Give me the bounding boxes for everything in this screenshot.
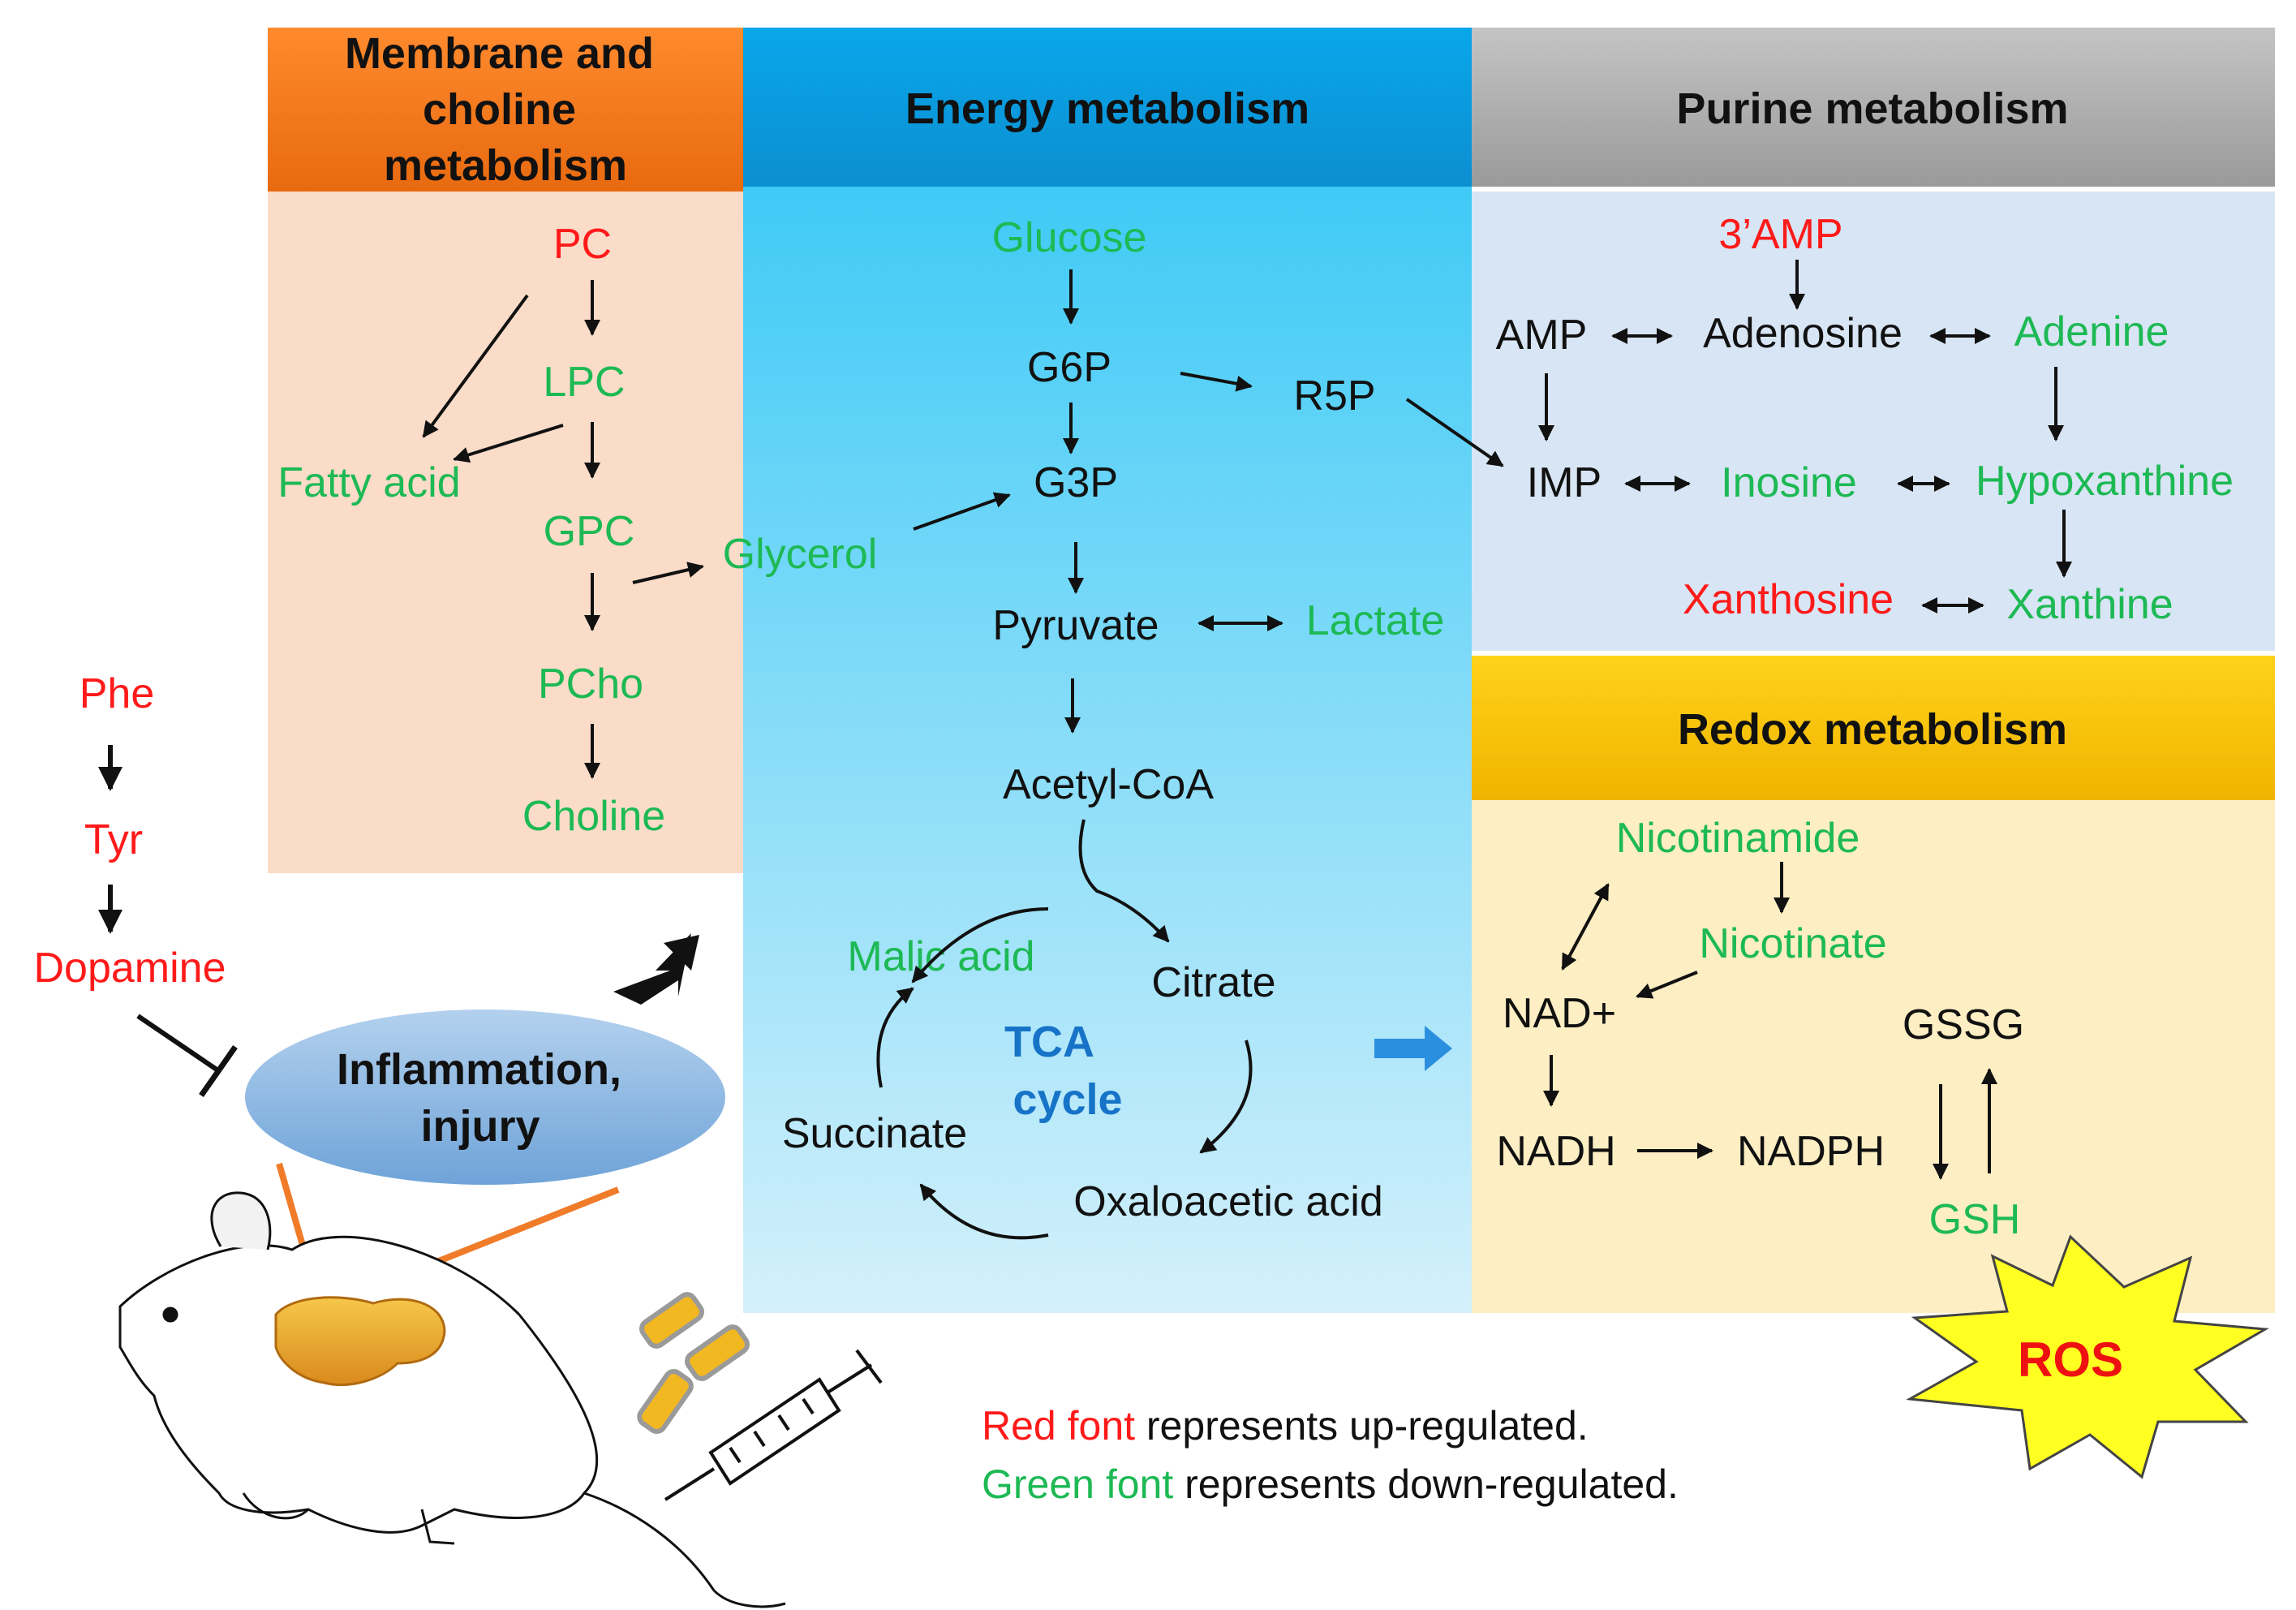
redox-header bbox=[1472, 656, 2275, 800]
liver-icon bbox=[274, 1296, 446, 1386]
purine-header-title: Purine metabolism bbox=[1676, 84, 2068, 133]
metabolite-r5p: R5P bbox=[1293, 372, 1375, 420]
metabolite-glucose: Glucose bbox=[992, 214, 1147, 261]
black-block-arrow-head bbox=[664, 935, 699, 971]
metabolite-nad-plus: NAD+ bbox=[1503, 990, 1616, 1037]
metabolite-xanthine: Xanthine bbox=[2006, 581, 2173, 628]
membrane-header-title: Membrane and choline metabolism bbox=[345, 29, 666, 190]
purine-header bbox=[1472, 28, 2275, 187]
metabolite-succinate: Succinate bbox=[782, 1110, 967, 1157]
metabolite-gpc: GPC bbox=[544, 508, 635, 555]
metabolite-choline: Choline bbox=[522, 793, 665, 840]
ros-label: ROS bbox=[2018, 1332, 2123, 1387]
metabolite-nicotinate: Nicotinate bbox=[1699, 920, 1886, 967]
metabolite-adenosine: Adenosine bbox=[1703, 310, 1903, 357]
energy-panel bbox=[743, 187, 1472, 1313]
metabolite-3amp: 3’AMP bbox=[1718, 211, 1842, 258]
metabolite-g3p: G3P bbox=[1034, 459, 1118, 506]
legend-down: Green font represents down-regulated. bbox=[982, 1461, 1679, 1507]
metabolite-dopamine: Dopamine bbox=[33, 945, 226, 992]
metabolite-amp: AMP bbox=[1496, 312, 1588, 359]
inhibition-line bbox=[136, 1014, 238, 1098]
metabolite-glycerol: Glycerol bbox=[723, 531, 878, 578]
metabolite-citrate: Citrate bbox=[1151, 959, 1275, 1006]
metabolite-lpc: LPC bbox=[543, 359, 625, 406]
metabolite-nicotinamide: Nicotinamide bbox=[1616, 815, 1860, 862]
membrane-panel bbox=[268, 192, 745, 873]
tca-cycle-label: TCA cycle bbox=[1004, 1018, 1123, 1124]
metabolite-pyruvate: Pyruvate bbox=[992, 602, 1159, 649]
ros-burst: ROS bbox=[1906, 1234, 2269, 1479]
metabolite-gssg: GSSG bbox=[1903, 1001, 2024, 1048]
metabolite-acetyl-coa: Acetyl-CoA bbox=[1003, 761, 1214, 808]
metabolite-pcho: PCho bbox=[538, 661, 643, 708]
legend-up: Red font represents up-regulated. bbox=[982, 1403, 1589, 1449]
membrane-header bbox=[268, 28, 743, 192]
metabolite-imp: IMP bbox=[1527, 459, 1602, 506]
capsules bbox=[637, 1292, 750, 1434]
metabolite-hypoxanthine: Hypoxanthine bbox=[1976, 458, 2234, 505]
redox-header-title: Redox metabolism bbox=[1678, 705, 2067, 754]
syringe-icon bbox=[664, 1349, 883, 1501]
metabolite-adenine: Adenine bbox=[2014, 308, 2169, 355]
metabolite-fatty-acid: Fatty acid bbox=[277, 459, 460, 506]
metabolite-nadh: NADH bbox=[1496, 1128, 1615, 1175]
metabolite-inosine: Inosine bbox=[1721, 459, 1857, 506]
energy-arrows bbox=[876, 269, 1283, 1240]
redox-arrows bbox=[1543, 862, 1997, 1180]
inflammation-ellipse bbox=[245, 1009, 725, 1185]
metabolite-xanthosine: Xanthosine bbox=[1683, 576, 1894, 623]
purine-panel bbox=[1472, 192, 2275, 651]
metabolite-gsh: GSH bbox=[1929, 1196, 2021, 1243]
blue-block-arrow bbox=[1374, 1026, 1452, 1071]
purine-arrows bbox=[1405, 260, 2072, 613]
black-block-arrow bbox=[613, 933, 691, 1005]
inflammation-label: Inflammation, injury bbox=[337, 1045, 634, 1151]
metabolite-tyr: Tyr bbox=[84, 816, 143, 863]
metabolite-malic-acid: Malic acid bbox=[847, 933, 1034, 980]
metabolite-oxaloacetic-acid: Oxaloacetic acid bbox=[1073, 1178, 1383, 1225]
energy-header bbox=[743, 28, 1472, 187]
metabolite-nadph: NADPH bbox=[1737, 1128, 1885, 1175]
metabolite-lactate: Lactate bbox=[1306, 597, 1445, 644]
redox-panel bbox=[1472, 800, 2275, 1313]
metabolite-g6p: G6P bbox=[1027, 344, 1111, 391]
metabolite-pc: PC bbox=[553, 221, 612, 268]
metabolite-phe: Phe bbox=[80, 670, 155, 717]
energy-header-title: Energy metabolism bbox=[905, 84, 1309, 133]
membrane-arrows bbox=[422, 280, 704, 779]
mouse-illustration bbox=[118, 1191, 786, 1608]
